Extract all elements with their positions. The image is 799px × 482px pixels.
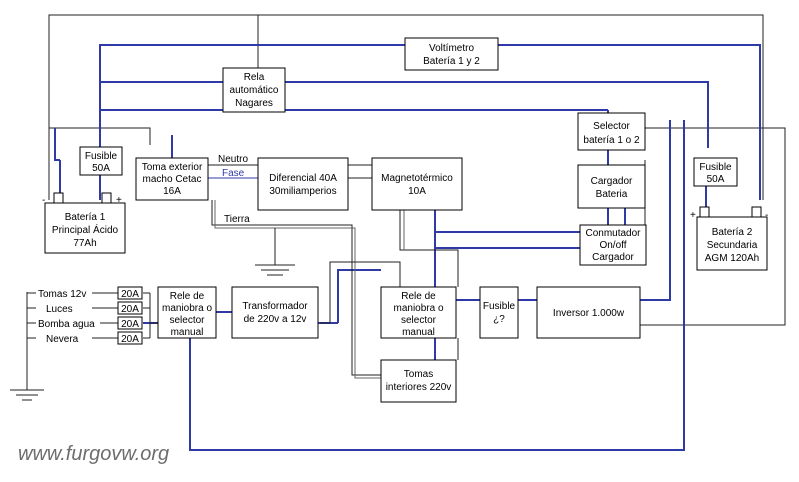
rele-centro-line2: maniobra o — [393, 303, 443, 314]
tierra-label: Tierra — [224, 214, 250, 225]
cargador-line1: Cargador — [591, 176, 633, 187]
battery1-minus: - — [42, 195, 45, 206]
fuse-tomas-12v: 20A — [121, 289, 139, 300]
voltimetro-line2: Batería 1 y 2 — [423, 56, 480, 67]
load-fuses: 20A 20A 20A 20A — [117, 286, 143, 345]
battery1-plus: + — [116, 195, 122, 206]
rele-izq-line2: maniobra o — [162, 303, 212, 314]
rele-centro-line4: manual — [402, 327, 435, 338]
tomas-interiores-box: Tomas interiores 220v — [380, 359, 457, 403]
load-bomba-agua: Bomba agua — [38, 319, 95, 330]
rela-line2: automático — [230, 85, 279, 96]
rele-izq-line4: manual — [171, 327, 204, 338]
neutro-label: Neutro — [218, 154, 248, 165]
fusible1-line1: Fusible — [85, 151, 118, 162]
magnetotermico-line2: 10A — [408, 186, 426, 197]
fusible1-line2: 50A — [92, 163, 110, 174]
cargador-line2: Bateria — [596, 189, 628, 200]
magnetotermico-line1: Magnetotérmico — [381, 173, 453, 184]
bateria2-box: Batería 2 Secundaria AGM 120Ah — [696, 216, 768, 271]
cargador-box: Cargador Bateria — [577, 164, 646, 209]
transformador-line1: Transformador — [242, 301, 308, 312]
battery-terminals: - + + - — [42, 192, 768, 221]
bateria2-line2: Secundaria — [707, 240, 758, 251]
load-tomas-12v: Tomas 12v — [38, 289, 86, 300]
fusible1-box: Fusible 50A — [79, 146, 123, 176]
fusible2-line1: Fusible — [699, 162, 732, 173]
fuse-nevera: 20A — [121, 334, 139, 345]
load-labels: Tomas 12v Luces Bomba agua Nevera — [36, 287, 100, 345]
rele-izq-box: Rele de maniobra o selector manual — [157, 286, 217, 339]
rela-line3: Nagares — [235, 98, 273, 109]
load-luces: Luces — [46, 304, 73, 315]
bateria1-box: Batería 1 Principal Ácido 77Ah — [44, 202, 126, 254]
battery2-plus: + — [690, 210, 696, 221]
fusible-q-line2: ¿? — [493, 314, 505, 325]
bateria2-line1: Batería 2 — [712, 227, 753, 238]
selector-line1: Selector — [593, 121, 630, 132]
toma-exterior-line3: 16A — [163, 186, 181, 197]
rela-line1: Rela — [244, 72, 265, 83]
rele-centro-line3: selector — [401, 315, 437, 326]
toma-exterior-line1: Toma exterior — [142, 162, 203, 173]
tomas-interiores-line1: Tomas — [404, 369, 433, 380]
toma-exterior-box: Toma exterior macho Cetac 16A — [135, 157, 209, 201]
diferencial-line1: Diferencial 40A — [269, 173, 337, 184]
fase-label: Fase — [222, 168, 245, 179]
rele-izq-line1: Rele de — [170, 291, 205, 302]
load-nevera: Nevera — [46, 334, 79, 345]
tomas-interiores-line2: interiores 220v — [386, 382, 452, 393]
toma-exterior-line2: macho Cetac — [143, 174, 202, 185]
conmutador-line3: Cargador — [592, 252, 634, 263]
bateria1-line2: Principal Ácido — [52, 223, 119, 236]
rela-box: Rela automático Nagares — [222, 67, 286, 113]
conmutador-box: Conmutador On/off Cargador — [579, 224, 647, 266]
conmutador-line1: Conmutador — [585, 228, 641, 239]
fusible-q-box: Fusible ¿? — [479, 286, 519, 339]
voltimetro-line1: Voltímetro — [429, 43, 474, 54]
inversor-box: Inversor 1.000w — [536, 286, 641, 339]
inversor-label: Inversor 1.000w — [553, 308, 625, 319]
conmutador-line2: On/off — [599, 240, 626, 251]
fusible2-box: Fusible 50A — [693, 157, 738, 187]
diferencial-line2: 30miliamperios — [269, 186, 336, 197]
watermark: www.furgovw.org — [18, 443, 169, 465]
fusible2-line2: 50A — [707, 174, 725, 185]
fuse-luces: 20A — [121, 304, 139, 315]
battery2-minus: - — [765, 210, 768, 221]
selector-line2: batería 1 o 2 — [583, 135, 640, 146]
bateria1-line1: Batería 1 — [65, 212, 106, 223]
bateria2-line3: AGM 120Ah — [705, 253, 759, 264]
ac-wiring — [208, 164, 459, 379]
selector-box: Selector batería 1 o 2 — [577, 112, 646, 151]
rele-centro-line1: Rele de — [401, 291, 436, 302]
voltimetro-box: Voltímetro Batería 1 y 2 — [404, 37, 499, 71]
bateria1-line3: 77Ah — [73, 238, 96, 249]
rele-centro-box: Rele de maniobra o selector manual — [380, 286, 457, 339]
rele-izq-line3: selector — [169, 315, 205, 326]
diferencial-box: Diferencial 40A 30miliamperios — [257, 157, 349, 211]
transformador-box: Transformador de 220v a 12v — [231, 286, 319, 339]
fuse-bomba-agua: 20A — [121, 319, 139, 330]
magnetotermico-box: Magnetotérmico 10A — [371, 157, 463, 211]
fusible-q-line1: Fusible — [483, 301, 516, 312]
transformador-line2: de 220v a 12v — [244, 314, 307, 325]
